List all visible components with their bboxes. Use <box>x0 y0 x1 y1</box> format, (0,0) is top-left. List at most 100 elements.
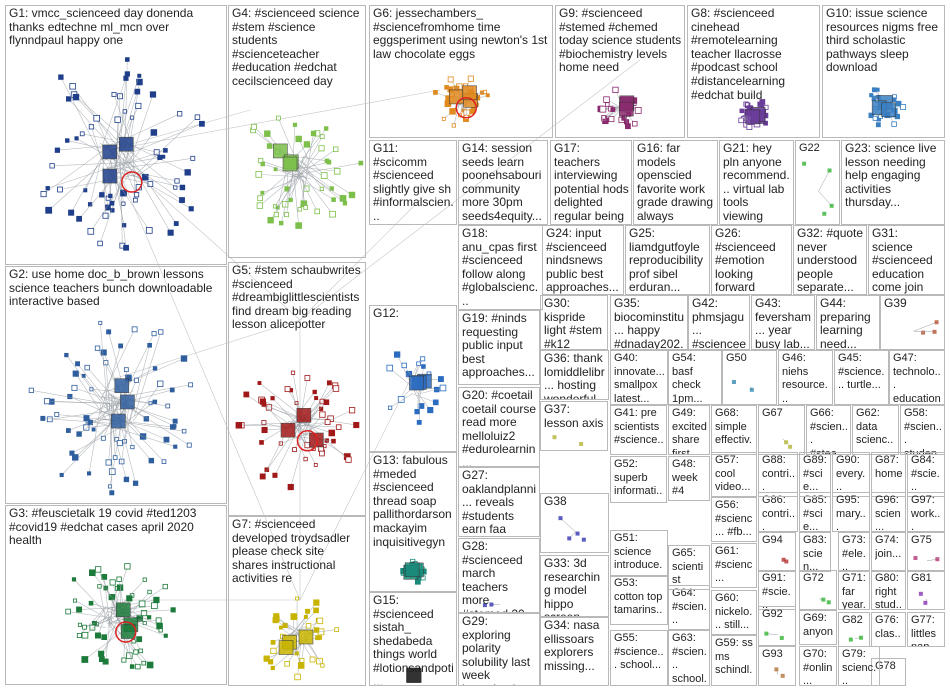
cluster-label: G58: #scien... studen... <box>904 407 942 454</box>
cluster-g26: G26: #scienceed #emotion looking forward… <box>711 225 792 295</box>
cluster-label: G14: session seeds learn poonehsabouri c… <box>462 142 545 224</box>
cluster-label: G12: <box>373 307 454 451</box>
cluster-g13: G13: fabulous #meded #scienceed thread s… <box>369 452 457 592</box>
cluster-g6: G6: jessechambers_ #sciencefromhome time… <box>369 5 553 138</box>
cluster-label: G96: scien... <box>875 494 903 531</box>
cluster-label: G41: pre scientists #science... chicken.… <box>614 407 664 454</box>
cluster-g87: G87: home <box>871 452 906 497</box>
cluster-label: G82 <box>842 614 867 646</box>
cluster-label: G79: scienc... <box>842 648 877 685</box>
cluster-label: G10: issue science resources nigms free … <box>826 7 942 137</box>
cluster-label: G27: oaklandplanni... reveals #students … <box>462 469 537 536</box>
cluster-g55: G55: #science... school... <box>610 630 668 686</box>
cluster-label: G30: kispride light #stem #k12 #ngss #sc… <box>544 297 605 349</box>
cluster-label: G77: littles nap... <box>911 614 942 646</box>
cluster-label: G18: anu_cpas first #scienceed follow al… <box>462 227 540 309</box>
cluster-label: G57: cool video... <box>715 454 754 496</box>
cluster-g62: G62: data scienc... <box>852 405 899 455</box>
cluster-label: G91: #scie... <box>762 572 793 609</box>
cluster-label: G76: clas... lear... <box>875 614 903 646</box>
cluster-g52: G52: superb informati... <box>610 456 667 503</box>
cluster-g66: G66: #scien... #stea... <box>806 405 851 455</box>
cluster-label: G24: input #scienceed nindsnews public b… <box>546 227 621 294</box>
cluster-label: G90: every... <box>836 454 867 496</box>
cluster-label: G23: science live lesson needing help en… <box>845 142 942 224</box>
cluster-label: G52: superb informati... <box>614 458 664 502</box>
cluster-g54: G54: basf check 1pm... <box>668 350 722 405</box>
cluster-g11: G11: #scicomm #scienceed slightly give s… <box>369 140 457 225</box>
cluster-label: G93 <box>762 648 793 685</box>
cluster-label: G35: biocominstitu... happy #dnaday202..… <box>614 297 685 349</box>
cluster-label: G86: contri... <box>762 494 795 531</box>
cluster-label: G59: ss ms schindl... <box>715 637 754 685</box>
cluster-g63: G63: #scien... school... <box>668 630 710 686</box>
cluster-label: G95: mary... <box>836 494 867 531</box>
cluster-g10: G10: issue science resources nigms free … <box>822 5 945 138</box>
cluster-g90: G90: every... <box>832 452 870 497</box>
cluster-g35: G35: biocominstitu... happy #dnaday202..… <box>610 295 688 350</box>
cluster-g96: G96: scien... <box>871 492 906 532</box>
cluster-label: G87: home <box>875 454 903 496</box>
cluster-g2: G2: use home doc_b_brown lessons science… <box>5 266 227 504</box>
cluster-g15: G15: #scienceed sistah_ shedabeda things… <box>369 592 457 686</box>
cluster-g93: G93 <box>758 646 796 686</box>
cluster-label: G72 <box>803 572 834 609</box>
cluster-g28: G28: #scienceed march teachers more #ste… <box>458 538 540 613</box>
cluster-g1: G1: vmcc_scienceed day donenda thanks ed… <box>5 5 227 265</box>
cluster-g47: G47: technolo... education <box>889 350 945 405</box>
cluster-g58: G58: #scien... studen... <box>900 405 945 455</box>
cluster-label: G15: #scienceed sistah_ shedabeda things… <box>373 594 454 685</box>
cluster-g12: G12: <box>369 305 457 452</box>
cluster-label: G73: #ele... <box>842 534 867 571</box>
cluster-label: G75 <box>911 534 942 571</box>
cluster-label: G40: innovate... smallpox latest... <box>614 352 665 404</box>
cluster-g51: G51: science introduce... <box>610 530 668 577</box>
cluster-label: G13: fabulous #meded #scienceed thread s… <box>373 454 454 591</box>
cluster-label: G53: cotton top tamarins... <box>614 577 665 624</box>
cluster-label: G37: lesson axis <box>544 403 605 450</box>
cluster-g48: G48: week #4 #walki... provid... <box>668 456 710 501</box>
cluster-g64: G64: #scien... one... <box>668 585 710 630</box>
cluster-g88: G88: contri... <box>758 452 798 497</box>
cluster-g60: G60: nickelo... still... <box>711 590 757 635</box>
cluster-label: G31: science #scienceed education come j… <box>872 227 942 294</box>
cluster-label: G66: #scien... #stea... <box>810 407 848 454</box>
cluster-g18: G18: anu_cpas first #scienceed follow al… <box>458 225 543 310</box>
cluster-label: G29: exploring polarity solubility last … <box>462 615 537 685</box>
cluster-label: G55: #science... school... <box>614 632 665 685</box>
cluster-label: G62: data scienc... <box>856 407 896 454</box>
cluster-label: G83: scien... <box>803 534 828 571</box>
cluster-g82: G82 <box>838 612 870 647</box>
cluster-g57: G57: cool video... <box>711 452 757 497</box>
cluster-label: G16: far models openscied favorite work … <box>637 142 715 224</box>
cluster-g53: G53: cotton top tamarins... <box>610 575 668 625</box>
cluster-g69: G69: anyon... <box>799 610 837 645</box>
cluster-g46: G46: niehs resource... <box>778 350 833 405</box>
cluster-label: G92 <box>762 608 793 645</box>
cluster-label: G88: contri... <box>762 454 795 496</box>
cluster-g36: G36: thank lomiddlelibr... hosting wonde… <box>540 350 609 400</box>
cluster-label: G5: #stem schaubwrites #scienceed #dream… <box>232 264 363 515</box>
cluster-g92: G92 <box>758 606 796 646</box>
cluster-label: G69: anyon... <box>803 612 834 644</box>
cluster-g39: G39 <box>880 295 945 350</box>
cluster-g19: G19: #ninds requesting public input best… <box>458 310 540 385</box>
cluster-label: G1: vmcc_scienceed day donenda thanks ed… <box>9 7 224 264</box>
cluster-label: G47: technolo... education <box>893 352 942 404</box>
cluster-g71: G71: far year... <box>838 570 870 610</box>
cluster-label: G80: right stud... <box>875 572 903 609</box>
cluster-g68: G68: simple effectiv... <box>711 405 757 455</box>
cluster-g21: G21: hey pln anyone recommend... virtual… <box>719 140 794 225</box>
cluster-label: G84: #scie... <box>911 454 942 496</box>
cluster-g72: G72 <box>799 570 837 610</box>
cluster-label: G34: nasa ellissoars explorers missing..… <box>544 619 606 685</box>
cluster-g7: G7: #scienceed developed troydsadler ple… <box>228 516 366 686</box>
cluster-label: G28: #scienceed march teachers more #ste… <box>462 540 537 612</box>
cluster-g43: G43: feversham... year busy lab... <box>751 295 815 350</box>
cluster-g76: G76: clas... lear... <box>871 612 906 647</box>
cluster-label: G7: #scienceed developed troydsadler ple… <box>232 518 363 685</box>
cluster-label: G67 <box>762 407 802 454</box>
cluster-label: G60: nickelo... still... <box>715 592 754 634</box>
cluster-label: G8: #scienceed cinehead #remotelearning … <box>691 7 817 137</box>
